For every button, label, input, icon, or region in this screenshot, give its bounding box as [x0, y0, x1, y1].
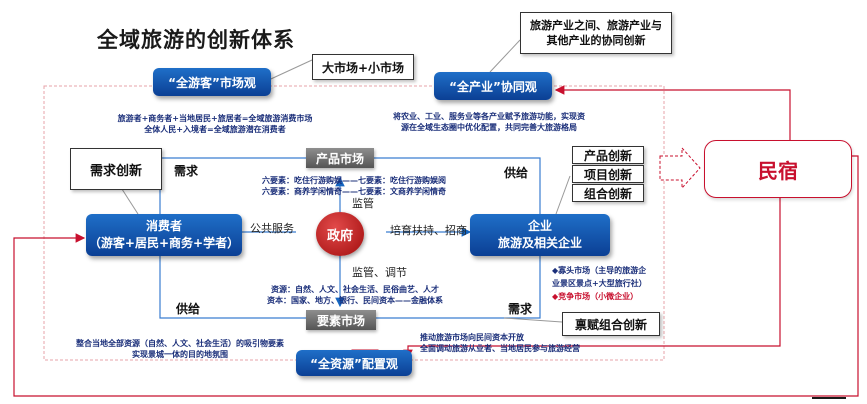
- product-market-box: 产品市场: [306, 148, 374, 168]
- innovation-stack: 产品创新 项目创新 组合创新: [572, 146, 644, 202]
- factor-market-row2: 资本：国家、地方、银行、民间资本——金融体系: [267, 296, 443, 305]
- label-demand-bottom-right: 需求: [508, 302, 533, 316]
- government-node: 政府: [316, 212, 364, 256]
- market-view-callout: 大市场+小市场: [312, 54, 414, 80]
- resource-view-desc-left-line2: 实现景城一体的目的地氛围: [132, 350, 228, 359]
- label-cultivate: 培育扶持、招商: [390, 224, 467, 237]
- market-view-sub-label: 大市场+小市场: [321, 60, 405, 75]
- enterprise-note-oligopoly-detail: 业景区景点+大型旅行社）: [552, 279, 647, 288]
- resource-view-desc-left-line1: 整合当地全部资源（自然、人文、社会生活）的吸引物要素: [76, 339, 284, 348]
- factor-market-label: 要素市场: [316, 313, 365, 328]
- market-view-desc-line2: 全体人民+入境者=全域旅游潜在消费者: [144, 125, 286, 134]
- factor-market-row1: 资源：自然、人文、社会生活、民俗曲艺、人才: [271, 285, 439, 294]
- consumer-line1: 消费者: [145, 219, 182, 233]
- diagram-title: 全域旅游的创新体系: [97, 28, 295, 52]
- product-market-label: 产品市场: [315, 151, 364, 166]
- enterprise-line2: 旅游及相关企业: [497, 236, 582, 250]
- consumer-box: 消费者 （游客+居民+商务+学者）: [86, 214, 242, 256]
- label-supervise-top: 监管: [352, 197, 374, 210]
- industry-view-desc: 将农业、工业、服务业等各产业赋予旅游功能，实现资 源在全域生态圈中优化配置，共同…: [372, 111, 606, 133]
- combination-innovation-label: 组合创新: [583, 186, 632, 201]
- resource-view-label: “全资源”配置观: [310, 356, 398, 371]
- endowment-innovation-label: 禀赋组合创新: [574, 317, 647, 332]
- enterprise-box: 企业 旅游及相关企业: [470, 214, 610, 256]
- label-demand-top-left: 需求: [174, 164, 199, 178]
- minsu-label: 民宿: [758, 158, 798, 183]
- market-view-box: “全游客”市场观: [153, 68, 271, 96]
- product-market-desc: 六要素：吃住行游购娱——七要素：吃住行游购娱阅 六要素：商养学闲情奇——七要素：…: [248, 175, 460, 197]
- resource-view-desc-right: 推动旅游市场向民间资本开放 全面调动旅游从业者、当地居民参与旅游经营: [420, 332, 610, 354]
- product-innovation-label: 产品创新: [583, 148, 632, 163]
- enterprise-notes: ◆寡头市场（主导的旅游企 业景区景点+大型旅行社） ◆竞争市场（小微企业）: [552, 264, 670, 303]
- demand-innovation-box: 需求创新: [70, 148, 162, 190]
- project-innovation-label: 项目创新: [583, 167, 632, 182]
- industry-callout-line1: 旅游产业之间、旅游产业与: [530, 19, 662, 32]
- product-innovation-box: 产品创新: [572, 146, 644, 164]
- product-market-row1: 六要素：吃住行游购娱——七要素：吃住行游购娱阅: [262, 176, 446, 185]
- resource-view-desc-right-line2: 全面调动旅游从业者、当地居民参与旅游经营: [420, 344, 580, 353]
- factor-market-box: 要素市场: [306, 310, 376, 330]
- government-label: 政府: [326, 228, 353, 244]
- project-innovation-box: 项目创新: [572, 165, 644, 183]
- industry-view-label: “全产业”协同观: [449, 79, 537, 94]
- market-view-desc-line1: 旅游者+商务者+当地居民+旅居者=全域旅游消费市场: [117, 114, 313, 123]
- label-public-service: 公共服务: [250, 222, 294, 235]
- enterprise-note-competitive: ◆竞争市场（小微企业）: [552, 292, 639, 301]
- demand-innovation-label: 需求创新: [89, 163, 142, 179]
- product-market-row2: 六要素：商养学闲情奇——七要素：文商养学闲情奇: [262, 187, 446, 196]
- combination-innovation-box: 组合创新: [572, 184, 644, 202]
- factor-market-desc: 资源：自然、人文、社会生活、民俗曲艺、人才 资本：国家、地方、银行、民间资本——…: [250, 284, 460, 306]
- industry-view-desc-line1: 将农业、工业、服务业等各产业赋予旅游功能，实现资: [393, 112, 585, 121]
- outer-dashed-frame: [43, 85, 665, 361]
- dashed-arrow-to-minsu: [659, 146, 701, 190]
- industry-callout-line2: 其他产业的协同创新: [546, 34, 646, 47]
- market-view-desc: 旅游者+商务者+当地居民+旅居者=全域旅游消费市场 全体人民+入境者=全域旅游潜…: [110, 113, 320, 135]
- consumer-line2: （游客+居民+商务+学者）: [88, 236, 240, 250]
- label-supply-bottom-left: 供给: [176, 302, 201, 316]
- label-supervise-bottom: 监管、调节: [352, 266, 407, 279]
- endowment-innovation-box: 禀赋组合创新: [562, 312, 660, 336]
- enterprise-line1: 企业: [527, 219, 552, 233]
- enterprise-note-oligopoly: ◆寡头市场（主导的旅游企: [552, 266, 647, 275]
- label-supply-top-right: 供给: [504, 166, 529, 180]
- industry-view-box: “全产业”协同观: [434, 72, 552, 100]
- minsu-box: 民宿: [704, 140, 852, 198]
- resource-view-desc-left: 整合当地全部资源（自然、人文、社会生活）的吸引物要素 实现景城一体的目的地氛围: [60, 338, 300, 360]
- industry-view-callout: 旅游产业之间、旅游产业与 其他产业的协同创新: [520, 12, 672, 54]
- industry-view-desc-line2: 源在全域生态圈中优化配置，共同完善大旅游格局: [401, 123, 577, 132]
- resource-view-box: “全资源”配置观: [296, 350, 412, 376]
- resource-view-desc-right-line1: 推动旅游市场向民间资本开放: [420, 333, 524, 342]
- market-view-label: “全游客”市场观: [168, 75, 256, 90]
